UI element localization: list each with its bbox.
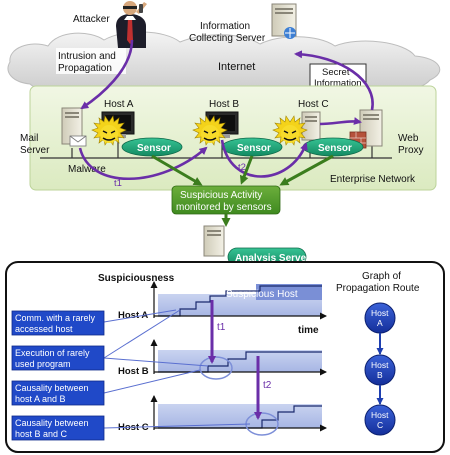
event-leader-lines — [103, 309, 251, 429]
host-c-label: Host C — [298, 99, 329, 110]
event-2-line2: used program — [15, 359, 71, 369]
graph-title-line2: Propagation Route — [336, 283, 420, 294]
t2-chart-label: t2 — [263, 380, 272, 391]
web-proxy-label-line1: Web — [398, 133, 419, 144]
intrusion-label-line1: Intrusion and — [58, 51, 116, 62]
host-c-computer-icon — [301, 111, 321, 141]
mail-server-label-line1: Mail — [20, 133, 38, 144]
enterprise-network-label: Enterprise Network — [330, 174, 416, 185]
t1-chart-label: t1 — [217, 322, 226, 333]
intrusion-label-line2: Propagation — [58, 63, 112, 74]
secret-info-line1: Secret — [322, 67, 350, 78]
event-box-3 — [11, 380, 105, 406]
time-propagation-arrows — [208, 300, 262, 420]
t1-top-label: t1 — [114, 178, 122, 189]
host-a-activity-row — [150, 281, 327, 320]
web-proxy-icon — [349, 109, 383, 149]
event-4-line2: host B and C — [15, 429, 68, 439]
graph-title-line1: Graph of — [362, 271, 401, 282]
graph-node-a-line2: A — [377, 318, 383, 328]
event-box-2 — [11, 345, 105, 371]
mail-server-icon — [61, 107, 87, 147]
attacker-label: Attacker — [73, 14, 110, 25]
graph-node-a-line1: Host — [371, 308, 389, 318]
graph-node-c-line1: Host — [371, 410, 389, 420]
sensor-feed-arrows — [151, 154, 334, 186]
row-label-host-b: Host B — [118, 366, 149, 377]
web-proxy-label-line2: Proxy — [398, 145, 424, 156]
host-b-label: Host B — [209, 99, 239, 110]
host-a-label: Host A — [104, 99, 134, 110]
secret-info-box — [309, 63, 367, 90]
event-1-line2: accessed host — [15, 324, 73, 334]
analysis-server-icon — [203, 225, 225, 257]
suspicious-activity-line2: monitored by sensors — [176, 202, 272, 213]
host-b-activity-row — [150, 339, 327, 380]
graph-node-c-line2: C — [377, 420, 383, 430]
t2-top-label: t2 — [238, 162, 246, 173]
suspicious-host-label: Suspicious Host — [226, 289, 298, 300]
event-1-line1: Comm. with a rarely — [15, 313, 96, 323]
mail-server-label-line2: Server — [20, 145, 50, 156]
event-4-line1: Causality between — [15, 418, 89, 428]
sensor-a-label: Sensor — [137, 143, 171, 154]
suspiciousness-label: Suspiciousness — [98, 273, 175, 284]
info-server-label-line1: Information — [200, 21, 250, 32]
sensor-b-label: Sensor — [237, 143, 271, 154]
malware-label: Malware — [68, 164, 106, 175]
graph-node-b-line2: B — [377, 370, 383, 380]
suspicious-activity-line1: Suspicious Activity — [180, 190, 262, 201]
sensor-c-label: Sensor — [318, 143, 352, 154]
info-server-label-line2: Collecting Server — [189, 33, 266, 44]
time-label: time — [298, 325, 319, 336]
event-3-line2: host A and B — [15, 394, 66, 404]
graph-node-b-line1: Host — [371, 360, 389, 370]
malware-icon-b — [192, 115, 228, 146]
analysis-server-label: Analysis Server — [235, 253, 310, 264]
intrusion-label-box — [56, 48, 126, 74]
graph-node-c — [364, 404, 396, 436]
internet-label: Internet — [218, 61, 255, 73]
attacker-figure — [116, 1, 147, 48]
malware-icon-c — [272, 115, 308, 146]
info-collecting-server-icon — [271, 3, 297, 39]
event-box-1 — [11, 310, 105, 336]
secret-info-line2: Information — [314, 78, 362, 89]
propagation-path — [78, 39, 374, 181]
event-2-line1: Execution of rarely — [15, 348, 90, 358]
event-3-line1: Causality between — [15, 383, 89, 393]
event-box-4 — [11, 415, 105, 441]
malware-icon-a — [91, 115, 127, 146]
row-label-host-a: Host A — [118, 310, 148, 321]
